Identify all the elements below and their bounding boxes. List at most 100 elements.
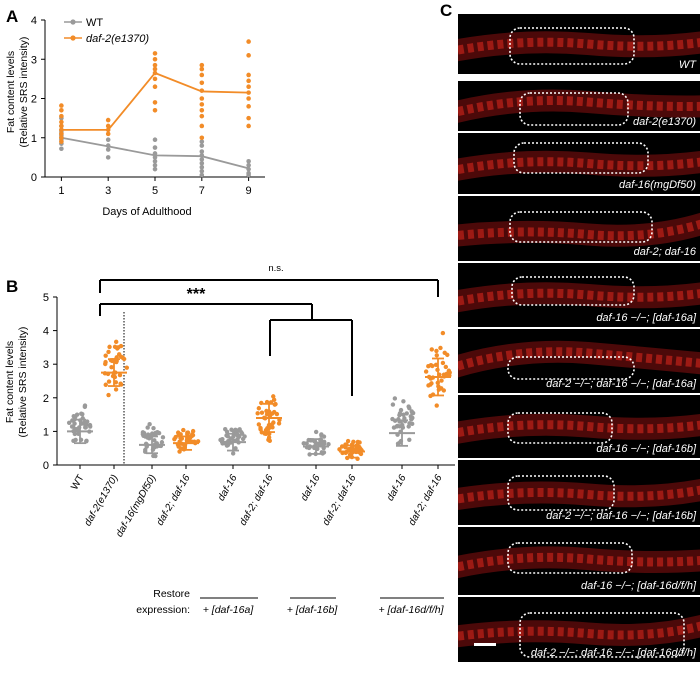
chart-a-point bbox=[199, 113, 205, 119]
group-label-dfh: + [daf-16d/f/h] bbox=[378, 604, 444, 616]
micrograph: daf-16(mgDf50) bbox=[458, 133, 700, 194]
restore-label-1: Restore bbox=[153, 588, 190, 600]
chart-a-ytick-label: 4 bbox=[31, 15, 37, 27]
chart-a-point bbox=[199, 135, 205, 141]
chart-b-point bbox=[140, 430, 146, 435]
significance-stars: *** bbox=[187, 286, 206, 303]
micrograph-label: daf-2 −/−; daf-16 −/−; [daf-16d/f/h] bbox=[530, 647, 696, 659]
chart-b-point bbox=[395, 441, 401, 446]
chart-a-point bbox=[199, 149, 205, 154]
chart-a-point bbox=[152, 107, 158, 113]
chart-b-point bbox=[404, 411, 409, 416]
chart-b-point bbox=[240, 436, 246, 442]
chart-b-ytick-label: 4 bbox=[43, 326, 49, 338]
micrograph-label: WT bbox=[678, 59, 696, 71]
chart-a-point bbox=[246, 162, 251, 168]
chart-b-point bbox=[256, 422, 262, 427]
chart-b-point bbox=[160, 435, 166, 440]
chart-b-point bbox=[181, 427, 186, 433]
worm-fat bbox=[458, 420, 700, 438]
chart-b-point bbox=[229, 427, 234, 432]
chart-b-point bbox=[407, 437, 412, 442]
chart-a-point bbox=[199, 168, 205, 174]
intestine-outline bbox=[507, 356, 635, 380]
chart-a-point bbox=[199, 62, 205, 68]
chart-b-point bbox=[258, 425, 263, 431]
chart-b-xtick-label: daf-2(e1370) bbox=[82, 473, 120, 528]
chart-b-point bbox=[107, 344, 112, 350]
chart-b-ytick-label: 0 bbox=[43, 460, 49, 472]
chart-b-point bbox=[151, 425, 156, 431]
chart-b-point bbox=[321, 450, 327, 455]
chart-b-xtick-label: daf-2; daf-16 bbox=[321, 473, 359, 528]
chart-a-point bbox=[199, 102, 205, 107]
chart-b-point bbox=[339, 444, 345, 449]
chart-b-point bbox=[426, 364, 431, 369]
chart-b-ytick-label: 3 bbox=[43, 359, 49, 371]
worm-fat bbox=[458, 621, 700, 641]
worm-fat bbox=[458, 96, 700, 117]
micrograph-image bbox=[458, 142, 700, 181]
intestine-outline bbox=[509, 211, 653, 243]
chart-a-point bbox=[199, 157, 205, 162]
chart-a-point bbox=[152, 162, 158, 168]
chart-a-point bbox=[152, 145, 158, 150]
chart-a-xtick-label: 7 bbox=[199, 185, 205, 197]
chart-a-point bbox=[152, 137, 158, 143]
chart-b-point bbox=[301, 441, 306, 446]
chart-b-point bbox=[395, 423, 400, 429]
chart-b-ytick-label: 2 bbox=[43, 393, 49, 405]
chart-a-point bbox=[246, 39, 251, 44]
chart-b-point bbox=[390, 402, 396, 407]
chart-b-point bbox=[255, 411, 260, 416]
micrograph-label: daf-16 −/−; [daf-16a] bbox=[596, 312, 696, 324]
chart-b-point bbox=[434, 353, 439, 358]
chart-b-point bbox=[445, 371, 450, 377]
legend-mut-marker bbox=[70, 35, 76, 41]
chart-b-point bbox=[103, 353, 108, 358]
chart-a-point bbox=[199, 72, 205, 78]
chart-a-xtick-label: 1 bbox=[58, 185, 64, 197]
chart-a-point bbox=[59, 113, 64, 119]
micrograph-label: daf-2 −/−; daf-16 −/−; [daf-16b] bbox=[546, 510, 696, 522]
chart-a-point bbox=[199, 143, 205, 148]
chart-a-point bbox=[105, 131, 111, 137]
chart-b: Fat content levels (Relative SRS intensi… bbox=[4, 263, 455, 616]
chart-a: Fat content levels (Relative SRS intensi… bbox=[5, 15, 265, 218]
chart-a-point bbox=[246, 53, 251, 58]
micrograph-label: daf-16 −/−; [daf-16d/f/h] bbox=[581, 580, 696, 592]
chart-a-point bbox=[59, 139, 64, 144]
chart-b-xtick-label: daf-16 bbox=[216, 473, 240, 503]
group-label-a: + [daf-16a] bbox=[203, 604, 255, 616]
chart-b-point bbox=[103, 359, 108, 365]
micrograph-label: daf-2; daf-16 bbox=[633, 246, 696, 258]
chart-a-point bbox=[199, 96, 205, 101]
micrograph: daf-2(e1370) bbox=[458, 81, 700, 131]
chart-b-xtick-label: daf-2; daf-16 bbox=[238, 473, 276, 528]
group-label-b: + [daf-16b] bbox=[287, 604, 339, 616]
chart-b-point bbox=[106, 379, 112, 384]
chart-b-point bbox=[72, 431, 78, 437]
chart-b-point bbox=[407, 405, 412, 411]
micrograph: daf-2 −/−; daf-16 −/−; [daf-16b] bbox=[458, 460, 700, 525]
chart-a-ytick-label: 2 bbox=[31, 94, 37, 106]
chart-a-point bbox=[105, 147, 111, 152]
chart-a-point bbox=[152, 66, 158, 72]
chart-b-xtick-label: daf-16 bbox=[299, 473, 323, 503]
chart-a-point bbox=[199, 160, 205, 166]
chart-b-point bbox=[152, 438, 157, 443]
chart-b-point bbox=[80, 411, 85, 417]
chart-a-point bbox=[246, 78, 251, 84]
chart-a-point bbox=[59, 123, 64, 129]
chart-b-point bbox=[81, 420, 87, 425]
chart-b-point bbox=[423, 369, 429, 374]
restore-label-2: expression: bbox=[136, 604, 190, 616]
chart-a-point bbox=[199, 164, 205, 170]
micrograph-label: daf-16(mgDf50) bbox=[618, 179, 696, 191]
micrograph: daf-2 −/−; daf-16 −/−; [daf-16a] bbox=[458, 329, 700, 393]
micrograph-image bbox=[458, 542, 700, 579]
chart-a-ytick-label: 3 bbox=[31, 54, 37, 66]
chart-b-point bbox=[354, 446, 359, 451]
micrograph: daf-16 −/−; [daf-16a] bbox=[458, 263, 700, 327]
chart-a-xtick-label: 5 bbox=[152, 185, 158, 197]
